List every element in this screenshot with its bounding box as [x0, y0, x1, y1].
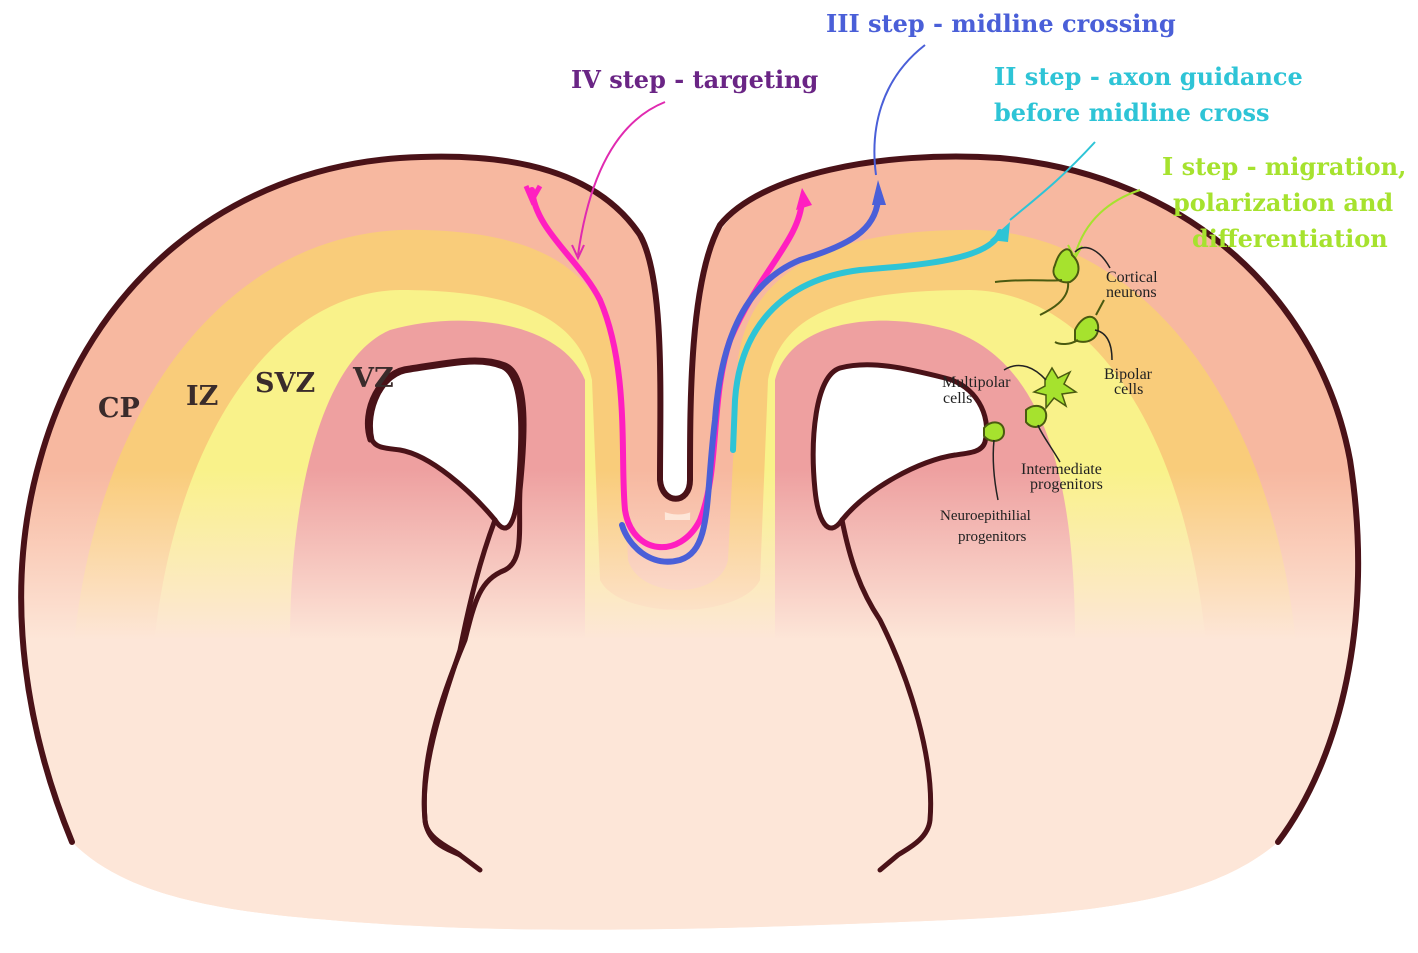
label-bipolar-1: Bipolar [1104, 366, 1153, 383]
label-step1-line3: differentiation [1192, 224, 1388, 253]
cyan-axon-cone [990, 222, 1010, 242]
intermediate-progenitor-cell [1025, 404, 1048, 428]
label-step2-line2: before midline cross [994, 98, 1270, 127]
cyan-axon [730, 229, 1003, 453]
label-intermediate-2: progenitors [1030, 476, 1103, 493]
label-cortical-2: neurons [1106, 284, 1157, 301]
label-intermediate-1: Intermediate [1021, 461, 1102, 478]
multipolar-arrow [1003, 364, 1047, 381]
step2-arrow [1009, 141, 1096, 221]
label-svz: SVZ [255, 368, 315, 399]
label-step1-line2: polarization and [1173, 188, 1393, 217]
blue-axon-cone [872, 180, 886, 205]
cortical-arrow [1074, 247, 1111, 269]
label-neuroepithelial-1: Neuroepithilial [940, 508, 1031, 524]
label-multipolar-2: cells [943, 390, 972, 407]
pink-axon-cone-left [523, 184, 543, 206]
left-ventricle-lower [421, 517, 498, 858]
label-cp: CP [98, 393, 140, 424]
step4-arrowhead [571, 244, 585, 261]
label-bipolar-2: cells [1114, 381, 1143, 398]
label-step2-line1: II step - axon guidance [994, 62, 1303, 91]
bipolar-cell [1054, 299, 1105, 346]
label-cortical-1: Cortical [1106, 269, 1158, 286]
step3-arrow [873, 44, 926, 176]
label-vz: VZ [352, 363, 394, 394]
left-ventricle-fill [367, 359, 524, 531]
intermediate-arrow [1037, 424, 1061, 463]
brain-outline [18, 153, 1362, 845]
bipolar-arrow [1094, 329, 1113, 361]
right-ventricle-wall [839, 517, 934, 873]
cortical-neuron [994, 248, 1080, 316]
tissue-lower [21, 640, 1359, 930]
right-ventricle-fill [810, 362, 989, 531]
step4-arrow [577, 101, 666, 256]
label-step3: III step - midline crossing [826, 9, 1176, 38]
label-multipolar-1: Multipolar [942, 374, 1011, 391]
blue-axon [619, 197, 881, 565]
neuroepithelial-progenitor-cell [983, 421, 1006, 442]
label-step1-line1: I step - migration, [1162, 152, 1406, 181]
step1-arrow [1074, 189, 1141, 256]
label-iz: IZ [186, 381, 218, 412]
label-step4: IV step - targeting [571, 65, 819, 94]
cortical-layers [21, 156, 1359, 930]
neuroepithelial-arrow [992, 439, 999, 501]
multipolar-cell [1031, 366, 1079, 411]
label-neuroepithelial-2: progenitors [958, 529, 1026, 545]
pink-axon-cone-right [796, 188, 812, 210]
